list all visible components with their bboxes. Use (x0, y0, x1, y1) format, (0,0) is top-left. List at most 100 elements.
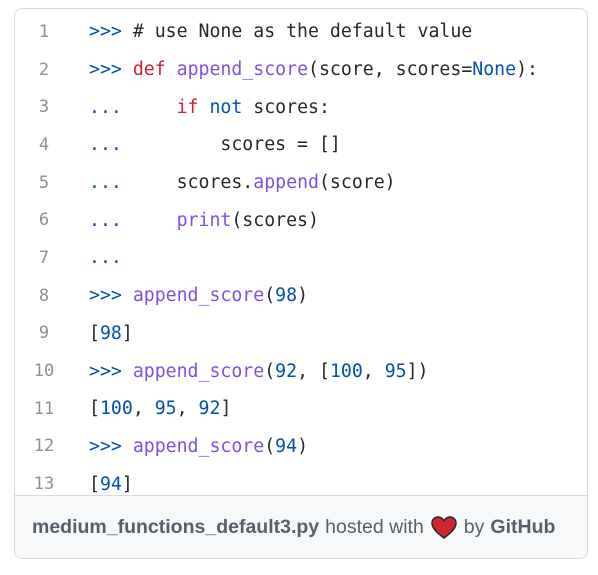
code-token: [ (89, 322, 100, 344)
line-number: 6 (38, 210, 50, 231)
code-token: 94 (275, 435, 298, 457)
code-line: 6... print(scores) (15, 201, 587, 239)
github-link[interactable]: GitHub (490, 515, 556, 538)
line-number: 5 (38, 172, 50, 193)
code-line: 8 >>> append_score(98) (15, 277, 587, 315)
code-token: ): (516, 59, 538, 81)
code-token: 94 (99, 473, 122, 495)
code-line: 3... if not scores: (15, 88, 587, 126)
heart-icon (431, 515, 457, 539)
code-token: ) (297, 435, 309, 457)
code-token: ... (89, 209, 177, 231)
code-token: append_score (176, 59, 309, 81)
code-token: print (176, 209, 232, 231)
code-token: 98 (275, 285, 298, 307)
code-text: ... print(scores) (89, 210, 319, 231)
code-line: 5... scores.append(score) (15, 164, 587, 202)
code-token: None (472, 59, 517, 81)
code-token: ]) (406, 360, 429, 382)
code-token: [ (89, 398, 100, 420)
code-token: append (253, 172, 319, 194)
code-line: 10>>> append_score(92, [100, 95]) (15, 352, 587, 390)
line-number: 9 (38, 323, 50, 344)
code-text: ... if not scores: (89, 97, 330, 118)
line-number: 13 (33, 474, 55, 495)
code-token: not (209, 96, 254, 118)
code-line: 7... (15, 239, 587, 277)
by-text: by (463, 515, 485, 538)
hosted-with-text: hosted with (325, 515, 424, 538)
code-token: ... (89, 134, 221, 156)
code-token: 92 (275, 360, 298, 382)
code-token: >>> (89, 21, 133, 43)
code-line: 11 [100, 95, 92] (15, 390, 587, 428)
code-token: , (362, 360, 385, 382)
code-text: >>> def append_score(score, scores=None)… (89, 59, 538, 80)
code-token: ... (89, 96, 177, 118)
line-number: 2 (38, 59, 50, 80)
code-line: 1 >>> # use None as the default value (15, 13, 587, 51)
code-token: 95 (384, 360, 407, 382)
line-number: 4 (38, 134, 50, 155)
code-token: 92 (198, 398, 221, 420)
code-text: [94] (89, 474, 133, 495)
code-text: >>> append_score(98) (89, 285, 308, 306)
code-token: >>> (89, 360, 133, 382)
code-token: ] (121, 322, 133, 344)
code-token: ) (297, 285, 309, 307)
code-token: ( (264, 360, 276, 382)
line-number: 7 (38, 247, 50, 268)
code-token: 100 (99, 398, 133, 420)
line-number: 12 (33, 436, 55, 457)
code-token: if (176, 96, 210, 118)
code-text: [100, 95, 92] (89, 398, 231, 419)
code-line: 4... scores = [] (15, 126, 587, 164)
line-number: 11 (33, 398, 55, 419)
code-line: 12 >>> append_score(94) (15, 428, 587, 466)
code-token: scores = [] (220, 134, 341, 156)
code-line: 2 >>> def append_score(score, scores=None… (15, 51, 587, 89)
code-token: >>> (89, 435, 133, 457)
line-number: 8 (38, 285, 50, 306)
code-text: >>> append_score(94) (89, 436, 308, 457)
code-text: ... scores = [] (89, 134, 341, 155)
code-token: 100 (329, 360, 363, 382)
code-token: ( (264, 435, 276, 457)
code-token: ... (89, 172, 177, 194)
code-token: >>> (89, 59, 133, 81)
code-token: (scores) (231, 209, 319, 231)
code-token: append_score (132, 360, 265, 382)
code-text: [98] (89, 323, 133, 344)
code-token: scores: (253, 96, 330, 118)
code-token: >>> (89, 285, 133, 307)
code-token: ( (264, 285, 276, 307)
line-number: 1 (38, 21, 50, 42)
code-token: def (132, 59, 177, 81)
code-token: append_score (132, 435, 265, 457)
code-token: scores. (176, 172, 254, 194)
code-text: >>> append_score(92, [100, 95]) (89, 361, 429, 382)
code-line: 13 [94] (15, 465, 587, 503)
code-token: [ (89, 473, 100, 495)
code-token: ] (220, 398, 232, 420)
code-token: , (176, 398, 199, 420)
code-token: (score) (318, 172, 396, 194)
code-token: 98 (99, 322, 122, 344)
code-line: 9 [98] (15, 315, 587, 353)
code-token: , (132, 398, 155, 420)
code-text: ... (89, 247, 122, 268)
code-block: 1 >>> # use None as the default value 2 >>>… (15, 9, 587, 503)
gist-footer: medium_functions_default3.py hosted with… (15, 495, 587, 558)
code-token: # use None as the default value (132, 21, 473, 43)
code-text: >>> # use None as the default value (89, 21, 472, 42)
code-token: (score, scores= (308, 59, 473, 81)
gist-embed: 1 >>> # use None as the default value 2 >>>… (14, 8, 588, 559)
code-token: 95 (154, 398, 177, 420)
code-token: , [ (297, 360, 330, 382)
code-token: ... (89, 247, 122, 269)
line-number: 3 (38, 97, 50, 118)
gist-filename-link[interactable]: medium_functions_default3.py (32, 515, 320, 538)
code-token: ] (121, 473, 133, 495)
code-token: append_score (132, 285, 265, 307)
code-text: ... scores.append(score) (89, 172, 396, 193)
